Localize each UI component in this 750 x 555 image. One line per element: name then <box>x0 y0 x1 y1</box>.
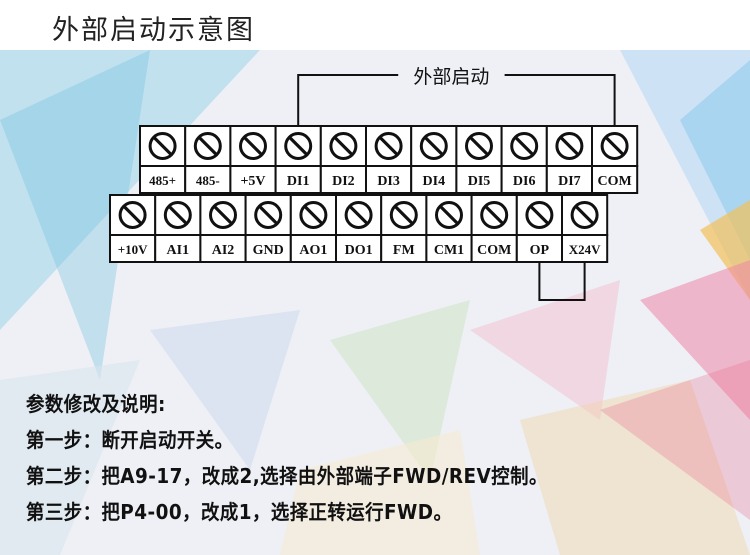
page-title: 外部启动示意图 <box>52 15 255 46</box>
screw-slot-icon <box>304 205 323 225</box>
title-bar <box>0 0 750 50</box>
notes-section: 参数修改及说明: 第一步：断开启动开关。 第二步：把A9-17，改成2,选择由外… <box>26 386 726 530</box>
step-1: 第一步：断开启动开关。 <box>26 428 234 452</box>
terminal-label-fm: FM <box>393 243 415 258</box>
screw-slot-icon <box>560 136 579 156</box>
start-wire-right <box>504 74 616 126</box>
terminal-label-x24v: X24V <box>569 242 601 257</box>
terminal-label-485minus: 485- <box>196 173 220 188</box>
row2-label-cell <box>154 234 202 263</box>
screw-slot-icon <box>439 205 459 225</box>
screw-slot-icon <box>469 136 489 156</box>
terminal-label-485plus: 485+ <box>149 173 176 188</box>
screw-slot-icon <box>259 205 278 225</box>
row1-label-cell <box>139 165 187 194</box>
screw-slot-icon <box>485 205 504 225</box>
row1-label-cell <box>365 165 413 194</box>
row2-label-cell <box>335 234 383 263</box>
terminal-label-di1: DI1 <box>287 174 310 189</box>
row2-label-cell <box>380 234 428 263</box>
screw-slot-icon <box>605 136 624 156</box>
terminal-label-plus10v: +10V <box>118 242 148 257</box>
row2-label-cell <box>244 234 292 263</box>
screw-slot-icon <box>334 136 353 156</box>
screw-slot-icon <box>123 205 142 225</box>
row1-label-cell <box>274 165 322 194</box>
terminal-label-gnd: GND <box>253 243 284 258</box>
terminal-label-ai1: AI1 <box>167 243 190 258</box>
terminal-label-di5: DI5 <box>468 174 491 189</box>
op-x24v-jumper <box>538 262 586 301</box>
terminal-label-ai2: AI2 <box>212 243 235 258</box>
row1-label-cell <box>184 165 232 194</box>
screw-slot-icon <box>530 205 549 225</box>
screw-slot-icon <box>213 205 233 225</box>
screw-slot-icon <box>575 205 594 225</box>
notes-heading: 参数修改及说明: <box>26 392 166 416</box>
screw-slot-icon <box>424 136 443 156</box>
row1-label-cell <box>545 165 593 194</box>
terminal-label-di7: DI7 <box>558 174 581 189</box>
terminal-label-ao1: AO1 <box>299 243 327 258</box>
screw-slot-icon <box>289 136 308 156</box>
step-3: 第三步：把P4-00，改成1，选择正转运行FWD。 <box>26 500 453 524</box>
screw-slot-icon <box>153 136 172 156</box>
terminal-label-com: COM <box>597 174 631 189</box>
screw-slot-icon <box>198 136 217 156</box>
screw-slot-icon <box>379 136 398 156</box>
terminal-label-di2: DI2 <box>332 174 355 189</box>
screw-slot-icon <box>243 136 263 156</box>
screw-slot-icon <box>168 205 187 225</box>
terminal-label-di3: DI3 <box>377 174 400 189</box>
terminal-label-op: OP <box>530 243 550 258</box>
screw-slot-icon <box>515 136 534 156</box>
terminal-label-plus5v: +5V <box>240 174 265 189</box>
terminal-label-di4: DI4 <box>423 174 446 189</box>
row2-label-cell <box>561 234 609 263</box>
terminal-label-do1: DO1 <box>345 243 373 258</box>
row1-label-cell <box>410 165 458 194</box>
start-wire-left <box>297 74 399 126</box>
step-2: 第二步：把A9-17，改成2,选择由外部端子FWD/REV控制。 <box>26 464 548 488</box>
terminal-label-cm1: CM1 <box>434 243 464 258</box>
external-start-label: 外部启动 <box>413 66 489 88</box>
terminal-label-com: COM <box>477 243 511 258</box>
screw-slot-icon <box>394 205 413 225</box>
terminal-label-di6: DI6 <box>513 174 536 189</box>
row1-label-cell <box>591 165 639 194</box>
screw-slot-icon <box>349 205 368 225</box>
